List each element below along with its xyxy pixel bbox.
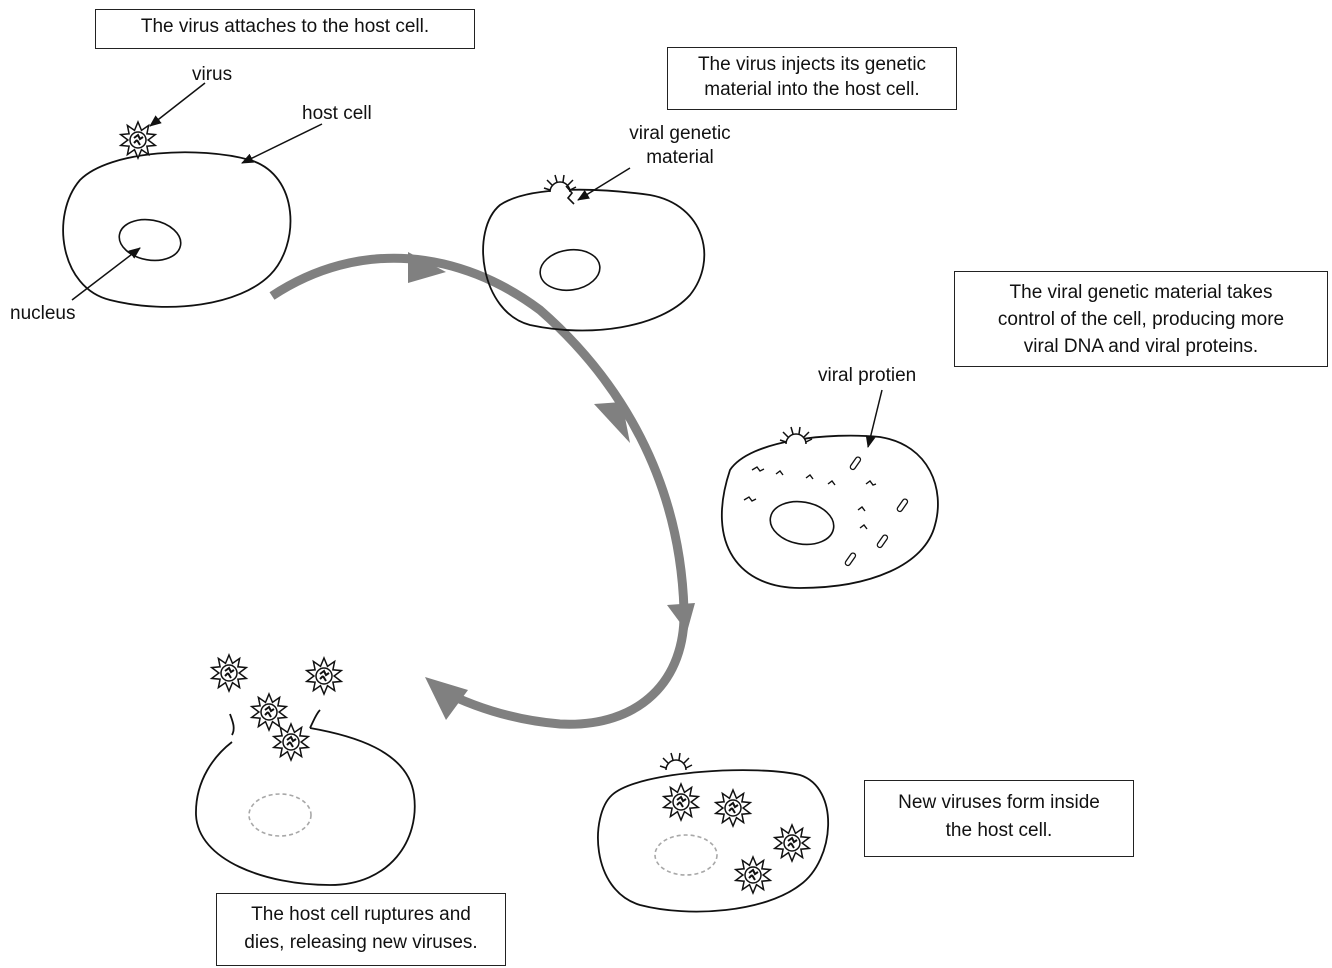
cycle-arrow — [269, 252, 695, 729]
label-viral-protein: viral protien — [818, 365, 917, 386]
step-rupture-box: The host cell ruptures and dies, releasi… — [216, 893, 506, 966]
cell-attach — [62, 121, 292, 308]
cell-inject — [482, 174, 706, 332]
step-form-box: New viruses form inside the host cell. — [864, 780, 1134, 857]
step-inject-line-1: The virus injects its genetic — [697, 54, 927, 75]
step-inject-box: The virus injects its genetic material i… — [667, 47, 957, 110]
step-attach-text: The virus attaches to the host cell. — [140, 16, 430, 37]
label-viral-genetic-material-line-2: material — [646, 147, 714, 168]
step-control-line-2: control of the cell, producing more — [997, 309, 1285, 330]
label-viral-genetic-material: viral genetic material — [612, 122, 748, 170]
step-rupture-line-2: dies, releasing new viruses. — [244, 932, 478, 953]
label-viral-genetic-material-line-1: viral genetic — [629, 123, 731, 144]
cell-control — [720, 426, 939, 589]
cycle-arrowhead-1 — [408, 252, 446, 283]
label-nucleus: nucleus — [10, 303, 76, 324]
step-control-line-1: The viral genetic material takes — [1009, 282, 1273, 303]
cell-rupture — [195, 654, 416, 886]
cell-form — [597, 752, 830, 913]
step-control-box: The viral genetic material takes control… — [954, 271, 1328, 367]
step-form-line-1: New viruses form inside — [898, 792, 1100, 813]
step-attach-box: The virus attaches to the host cell. — [95, 9, 475, 49]
step-rupture-line-1: The host cell ruptures and — [251, 904, 471, 925]
cycle-arrowhead-2 — [594, 402, 630, 443]
step-inject-line-2: material into the host cell. — [704, 79, 920, 100]
step-control-line-3: viral DNA and viral proteins. — [1023, 336, 1259, 357]
cycle-arrowhead-3 — [667, 603, 695, 632]
step-form-line-2: the host cell. — [945, 820, 1053, 841]
label-virus: virus — [192, 64, 233, 85]
cycle-arrowhead-4 — [425, 677, 468, 720]
label-host-cell: host cell — [302, 103, 372, 124]
